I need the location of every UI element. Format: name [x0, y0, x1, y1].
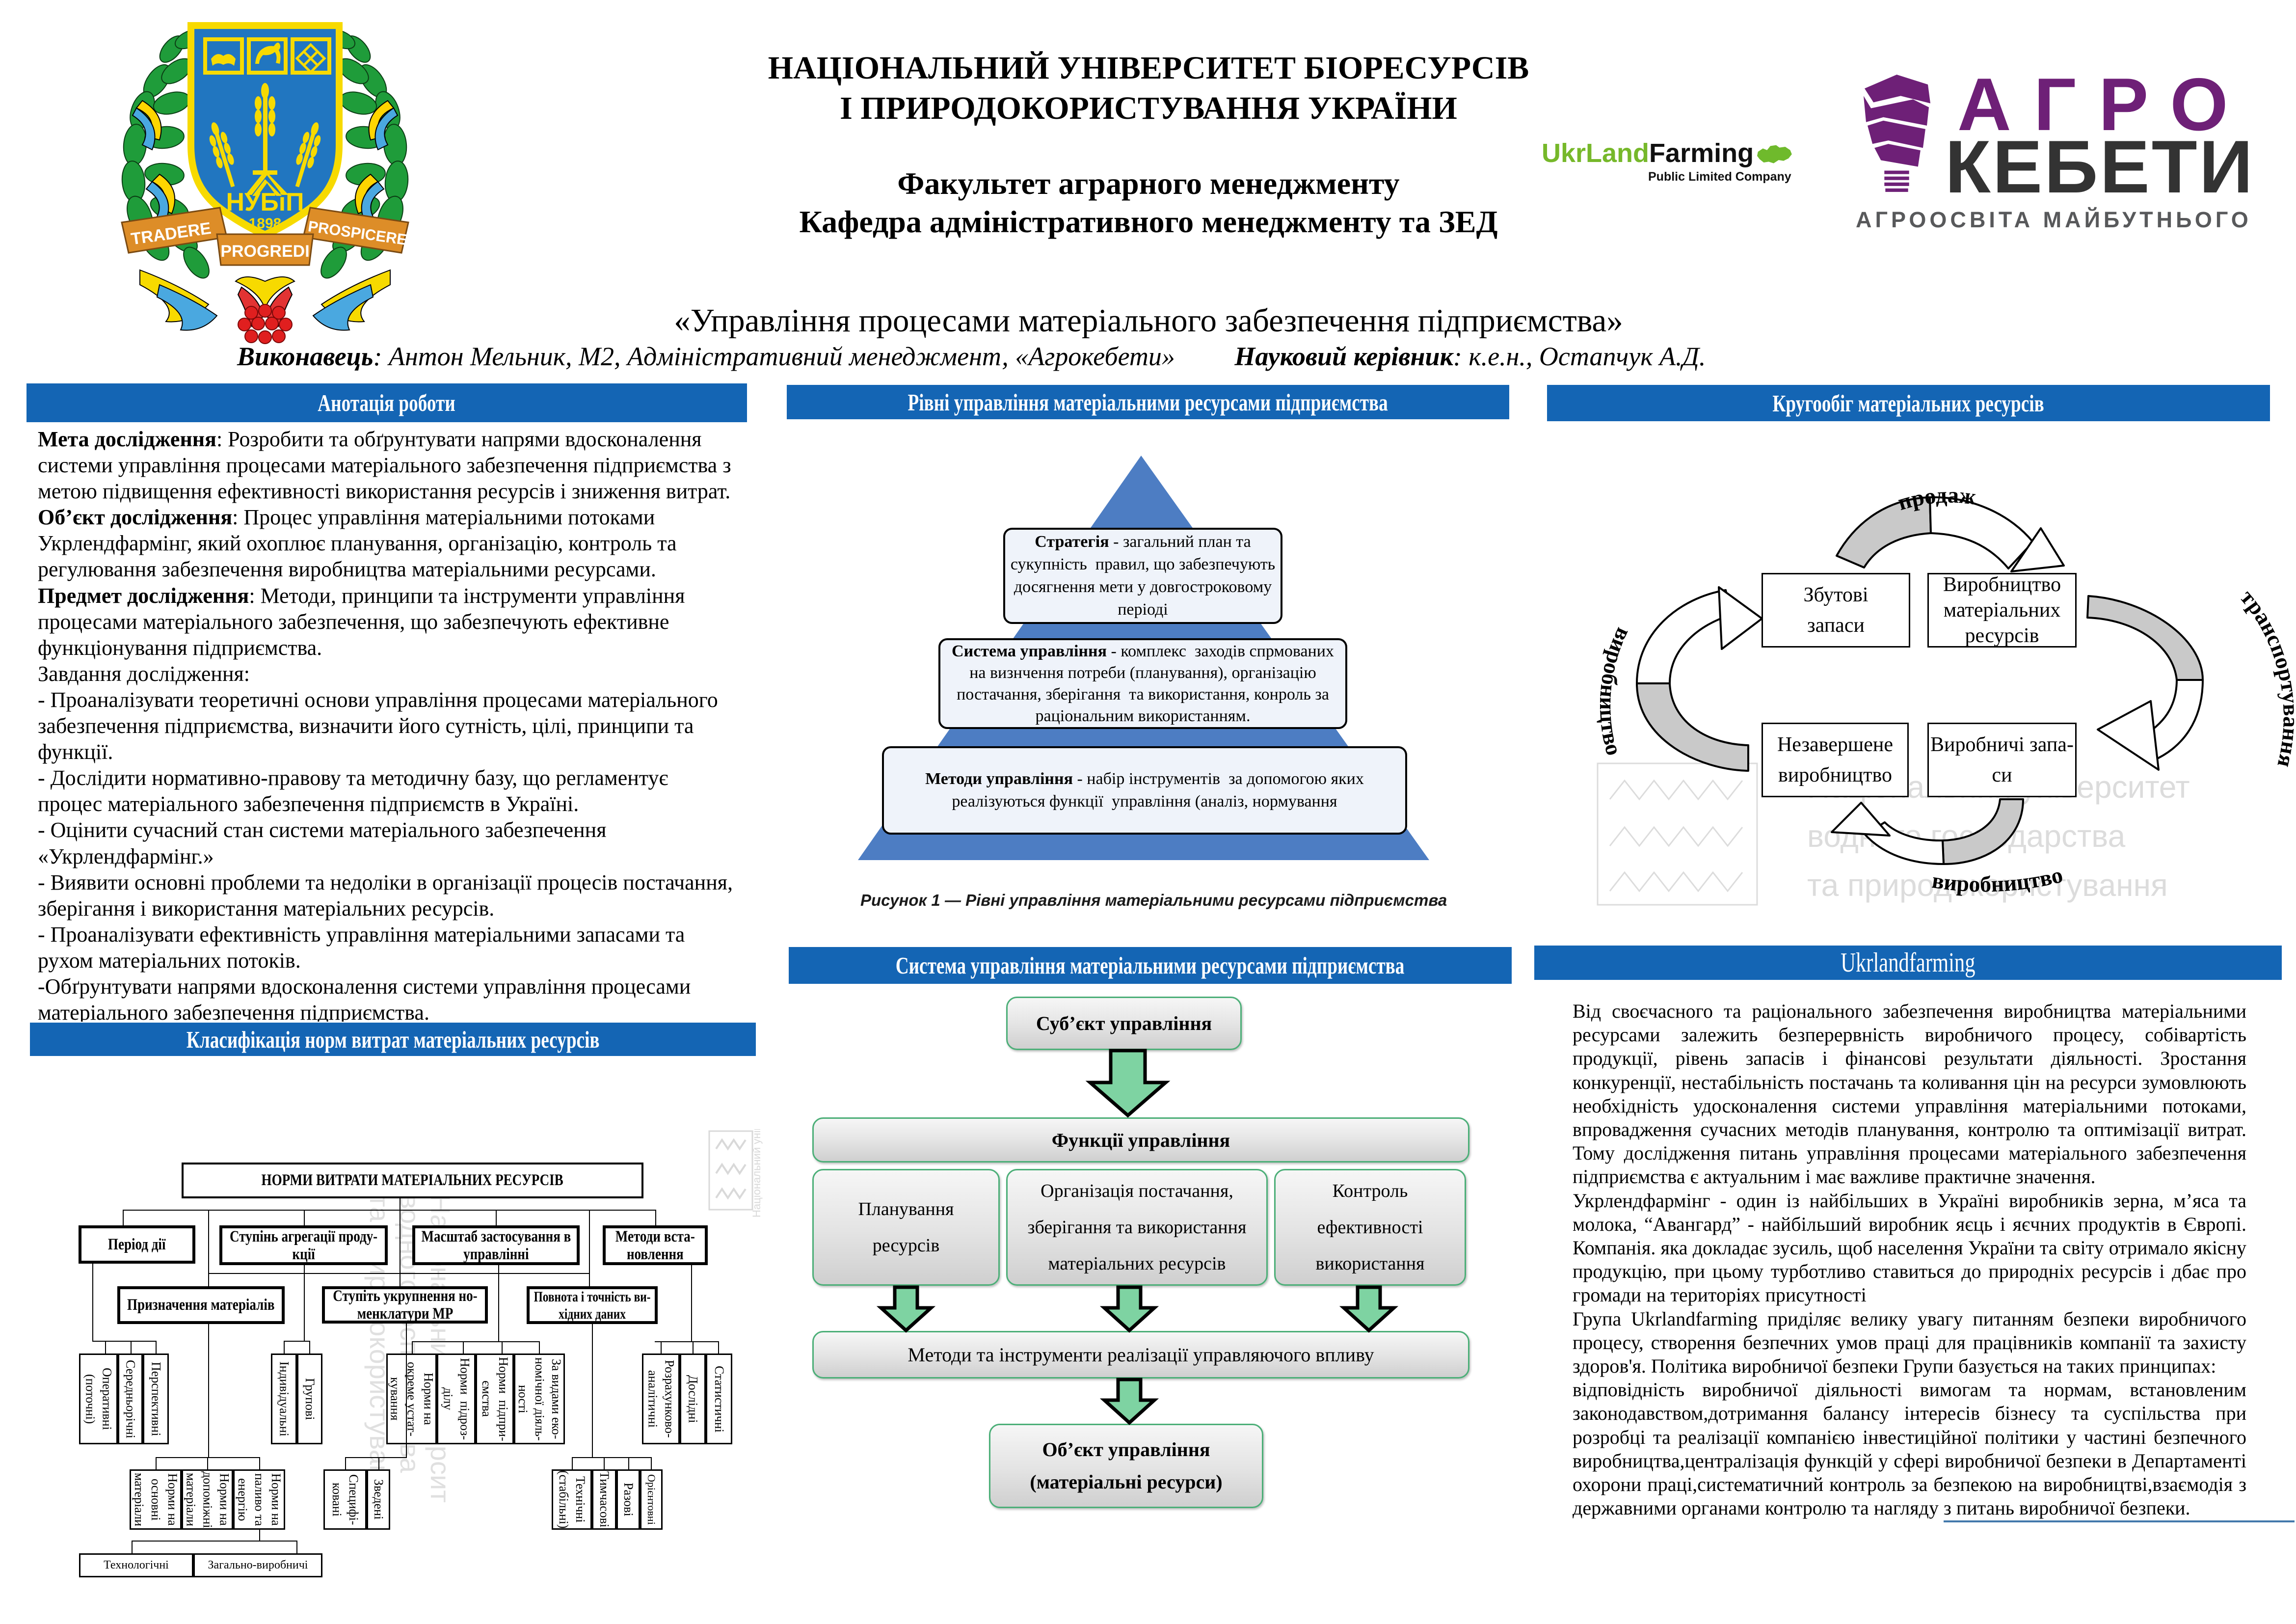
- svg-text:та природокористування: та природокористування: [1807, 867, 2168, 903]
- svg-text:транспортування: транспортування: [2236, 585, 2296, 770]
- svg-text:виробництво: виробництво: [1595, 624, 1637, 758]
- svg-text:Національний університет: Національний університет: [750, 1129, 763, 1218]
- svg-text:1898: 1898: [249, 216, 282, 232]
- svg-text:PROGREDI: PROGREDI: [220, 242, 309, 261]
- svg-text:НУБіП: НУБіП: [226, 188, 304, 217]
